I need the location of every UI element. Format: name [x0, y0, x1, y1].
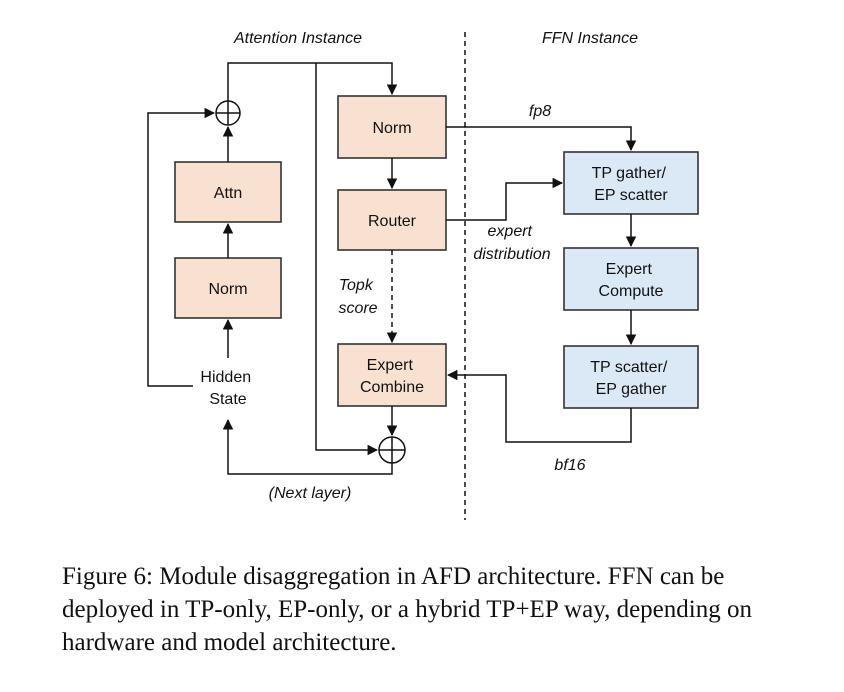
arrow-router-to-gather: [446, 177, 564, 221]
topk-score-line-1: Topk: [339, 277, 374, 294]
tp-gather-line-1: TP gather/: [592, 165, 667, 182]
expert-distribution-line-1: expert: [488, 223, 533, 240]
expert-distribution-label: expert distribution: [473, 223, 550, 263]
next-layer-label: (Next layer): [269, 485, 352, 502]
tp-gather-box-label: TP gather/ EP scatter: [592, 165, 671, 204]
fp8-label: fp8: [529, 103, 551, 120]
topk-score-line-2: score: [338, 300, 377, 317]
expert-compute-line-2: Compute: [599, 283, 664, 300]
attn-box-label: Attn: [214, 185, 242, 202]
arrow-sum-to-norm-right: [227, 62, 398, 101]
norm-right-box-label: Norm: [372, 120, 411, 137]
norm-left-box-label: Norm: [208, 281, 247, 298]
ffn-instance-header: FFN Instance: [542, 30, 638, 47]
hidden-state-line-1: Hidden: [200, 369, 251, 386]
arrow-scatter-to-combine-bf16: [446, 369, 632, 443]
arrow-norm-to-gather-fp8: [446, 126, 637, 152]
expert-combine-line-2: Combine: [360, 379, 424, 396]
tp-scatter-line-2: EP gather: [596, 381, 668, 398]
tp-scatter-line-1: TP scatter/: [590, 359, 668, 376]
router-box: [337, 189, 447, 251]
expert-combine-box-label: Expert Combine: [360, 357, 424, 396]
figure-caption: Figure 6: Module disaggregation in AFD a…: [62, 563, 752, 656]
bf16-label: bf16: [554, 457, 585, 474]
residual-skip-middle: [315, 63, 379, 456]
tp-scatter-box: [563, 345, 699, 409]
tp-gather-line-2: EP scatter: [594, 187, 668, 204]
tp-scatter-box-label: TP scatter/ EP gather: [590, 359, 672, 398]
expert-compute-box: [563, 247, 699, 311]
attention-instance-header: Attention Instance: [233, 30, 362, 47]
router-box-label: Router: [368, 213, 417, 230]
tp-gather-box: [563, 151, 699, 215]
arrow-next-layer: [222, 418, 393, 475]
hidden-state-label: Hidden State: [200, 369, 255, 408]
expert-compute-box-label: Expert Compute: [599, 261, 664, 300]
attn-box: [174, 161, 282, 223]
norm-left-box: [174, 257, 282, 319]
expert-combine-line-1: Expert: [367, 357, 414, 374]
expert-distribution-line-2: distribution: [473, 246, 550, 263]
expert-combine-box: [337, 343, 447, 407]
afd-diagram: Attention Instance FFN Instance Attn Nor…: [147, 30, 699, 520]
topk-score-label: Topk score: [338, 277, 377, 317]
hidden-state-line-2: State: [209, 391, 246, 408]
residual-skip-left: [147, 107, 216, 387]
expert-compute-line-1: Expert: [606, 261, 653, 278]
